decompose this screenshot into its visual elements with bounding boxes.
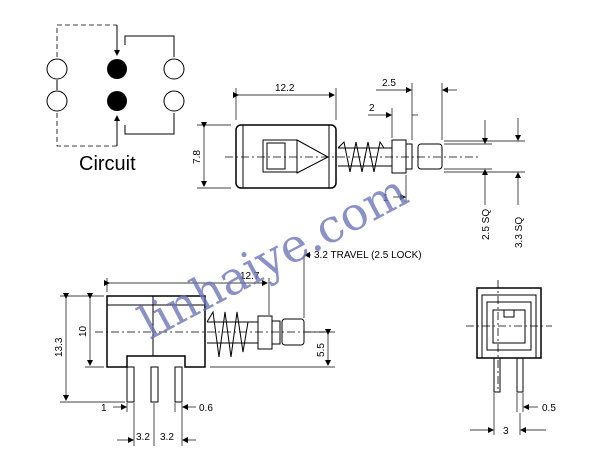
switch-body-front	[106, 295, 206, 368]
circuit-label: Circuit	[79, 153, 136, 175]
switch-body	[235, 124, 337, 189]
dim-side-3: 3	[503, 426, 509, 437]
terminal-open	[46, 58, 68, 80]
dim-5-5: 5.5	[316, 343, 327, 357]
pin	[174, 366, 183, 403]
terminal-open	[163, 90, 185, 112]
dim-13-3: 13.3	[54, 337, 65, 357]
dim-2-5: 2.5	[382, 78, 396, 89]
pin	[150, 366, 159, 403]
terminal-common	[107, 59, 127, 79]
terminal-common	[107, 91, 127, 111]
dim-pin-1: 1	[101, 403, 107, 414]
dim-travel: 3.2 TRAVEL (2.5 LOCK)	[314, 250, 422, 261]
circuit-schematic: Circuit	[46, 24, 185, 175]
pin	[126, 366, 135, 403]
dim-3-3-sq: 3.3 SQ	[514, 217, 525, 248]
dim-pitch-b: 3.2	[160, 432, 174, 443]
pin-side	[516, 357, 524, 393]
top-view: 12.2 7.8 2.5 2 1 2.5 SQ 3.3 SQ	[192, 78, 525, 248]
dim-1-top: 1	[383, 193, 389, 204]
pin-side	[493, 357, 501, 393]
dim-side-0-5: 0.5	[542, 403, 556, 414]
dim-pitch-a: 3.2	[136, 432, 150, 443]
push-button	[417, 143, 443, 170]
dim-length: 12.7	[240, 271, 260, 282]
terminal-open	[46, 90, 68, 112]
dim-height: 7.8	[192, 150, 203, 164]
front-view: 3.2 TRAVEL (2.5 LOCK) 12.7 13.3 10 5.5 1…	[54, 250, 422, 446]
dim-pin-0-6: 0.6	[199, 403, 213, 414]
dim-10: 10	[78, 325, 89, 337]
spring	[337, 140, 385, 173]
switch-body-side	[476, 287, 542, 359]
spring-front	[206, 310, 249, 358]
terminal-open	[163, 58, 185, 80]
side-view: 0.5 3	[466, 280, 556, 437]
dim-width: 12.2	[275, 83, 295, 94]
slider-arrow-icon	[296, 139, 330, 174]
dim-2: 2	[369, 103, 375, 114]
dim-2-5-sq: 2.5 SQ	[481, 209, 492, 240]
